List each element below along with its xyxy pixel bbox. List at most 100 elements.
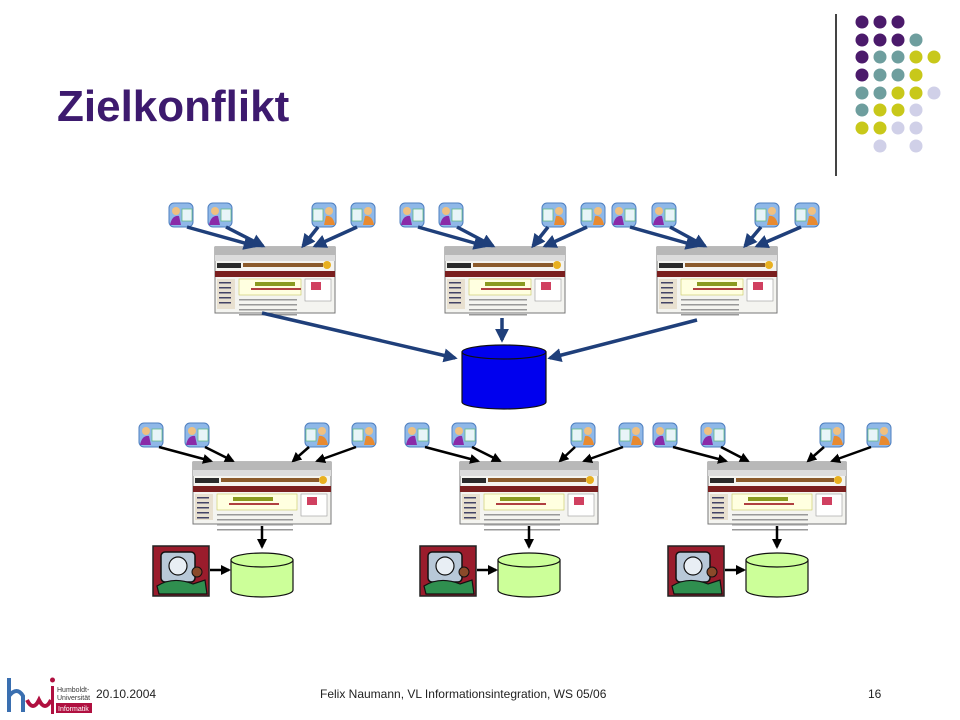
user-at-computer-icon <box>311 202 337 228</box>
flow-arrow <box>291 446 310 463</box>
flow-arrow <box>424 445 480 464</box>
decorative-dot <box>855 33 869 47</box>
legacy-application-icon <box>667 545 725 597</box>
flow-arrow <box>301 225 320 249</box>
user-at-computer-icon <box>580 202 606 228</box>
flow-arrow <box>547 318 698 362</box>
footer-course-info: Felix Naumann, VL Informationsintegratio… <box>320 687 607 701</box>
decorative-dot <box>873 103 887 117</box>
web-page-screenshot-icon <box>459 461 599 531</box>
footer-page-number: 16 <box>868 687 882 701</box>
user-at-computer-icon <box>700 422 726 448</box>
flow-arrow <box>558 446 576 463</box>
decorative-dot <box>873 33 887 47</box>
flow-arrow <box>531 225 550 249</box>
decorative-dot <box>891 33 905 47</box>
user-at-computer-icon <box>207 202 233 228</box>
flow-arrow <box>672 445 728 464</box>
flow-arrow <box>754 225 802 248</box>
slide-title: Zielkonflikt <box>57 82 290 131</box>
footer-date: 20.10.2004 <box>96 687 157 701</box>
user-at-computer-icon <box>652 422 678 448</box>
flow-arrow <box>629 225 700 250</box>
legacy-application-icon <box>419 545 477 597</box>
flow-arrow <box>312 225 358 248</box>
flow-arrow <box>417 225 488 250</box>
flow-arrow <box>261 311 458 363</box>
decorative-dot <box>909 139 923 153</box>
decorative-dot <box>873 15 887 29</box>
user-at-computer-icon <box>304 422 330 448</box>
user-at-computer-icon <box>651 202 677 228</box>
flow-arrow <box>456 225 496 248</box>
flow-arrow <box>315 445 357 464</box>
decorative-dot <box>891 68 905 82</box>
user-at-computer-icon <box>570 422 596 448</box>
flow-arrow <box>806 446 825 463</box>
user-at-computer-icon <box>399 202 425 228</box>
user-at-computer-icon <box>138 422 164 448</box>
flow-arrow <box>158 445 213 464</box>
flow-arrow <box>204 445 235 463</box>
legacy-application-icon <box>152 545 210 597</box>
decorative-dot <box>891 15 905 29</box>
decorative-dot <box>873 121 887 135</box>
decorative-dot <box>855 121 869 135</box>
decorative-dot <box>855 103 869 117</box>
user-at-computer-icon <box>866 422 892 448</box>
decorative-dot <box>891 103 905 117</box>
user-at-computer-icon <box>754 202 780 228</box>
shared-database-icon <box>461 344 547 410</box>
logo-line-2: Universität <box>57 695 90 702</box>
decorative-dot <box>855 50 869 64</box>
web-page-screenshot-icon <box>656 246 778 316</box>
user-at-computer-icon <box>451 422 477 448</box>
humboldt-university-logo: Humboldt- Universität Informatik <box>7 677 92 714</box>
decorative-dot <box>927 50 941 64</box>
decorative-dot <box>855 86 869 100</box>
decorative-dot <box>909 33 923 47</box>
decorative-dot <box>891 86 905 100</box>
user-at-computer-icon <box>350 202 376 228</box>
user-at-computer-icon <box>404 422 430 448</box>
decorative-dot <box>855 15 869 29</box>
decorative-dot <box>891 50 905 64</box>
web-page-screenshot-icon <box>444 246 566 316</box>
decorative-dot <box>909 50 923 64</box>
user-at-computer-icon <box>794 202 820 228</box>
user-at-computer-icon <box>438 202 464 228</box>
flow-arrow <box>186 225 258 250</box>
local-database-icon <box>497 552 561 598</box>
decorative-dot <box>873 139 887 153</box>
decorative-dot <box>909 121 923 135</box>
flow-arrow <box>743 225 763 249</box>
user-at-computer-icon <box>168 202 194 228</box>
web-page-screenshot-icon <box>707 461 847 531</box>
title-divider-line <box>835 14 837 176</box>
decorative-dot <box>909 103 923 117</box>
flow-arrow <box>225 225 266 248</box>
decorative-dot <box>873 50 887 64</box>
flow-arrow <box>720 445 750 463</box>
flow-arrow <box>542 225 588 248</box>
user-at-computer-icon <box>351 422 377 448</box>
local-database-icon <box>745 552 809 598</box>
decorative-dot-grid <box>855 15 941 153</box>
flow-arrow <box>582 445 624 464</box>
flow-arrow <box>669 225 708 248</box>
user-at-computer-icon <box>184 422 210 448</box>
decorative-dot <box>873 86 887 100</box>
flow-arrow <box>830 445 872 464</box>
user-at-computer-icon <box>611 202 637 228</box>
decorative-dot <box>909 68 923 82</box>
logo-line-3: Informatik <box>58 706 89 713</box>
logo-line-1: Humboldt- <box>57 687 90 694</box>
user-at-computer-icon <box>618 422 644 448</box>
decorative-dot <box>927 86 941 100</box>
decorative-dot <box>909 86 923 100</box>
user-at-computer-icon <box>819 422 845 448</box>
decorative-dot <box>855 68 869 82</box>
decorative-dot <box>891 121 905 135</box>
web-page-screenshot-icon <box>214 246 336 316</box>
local-database-icon <box>230 552 294 598</box>
